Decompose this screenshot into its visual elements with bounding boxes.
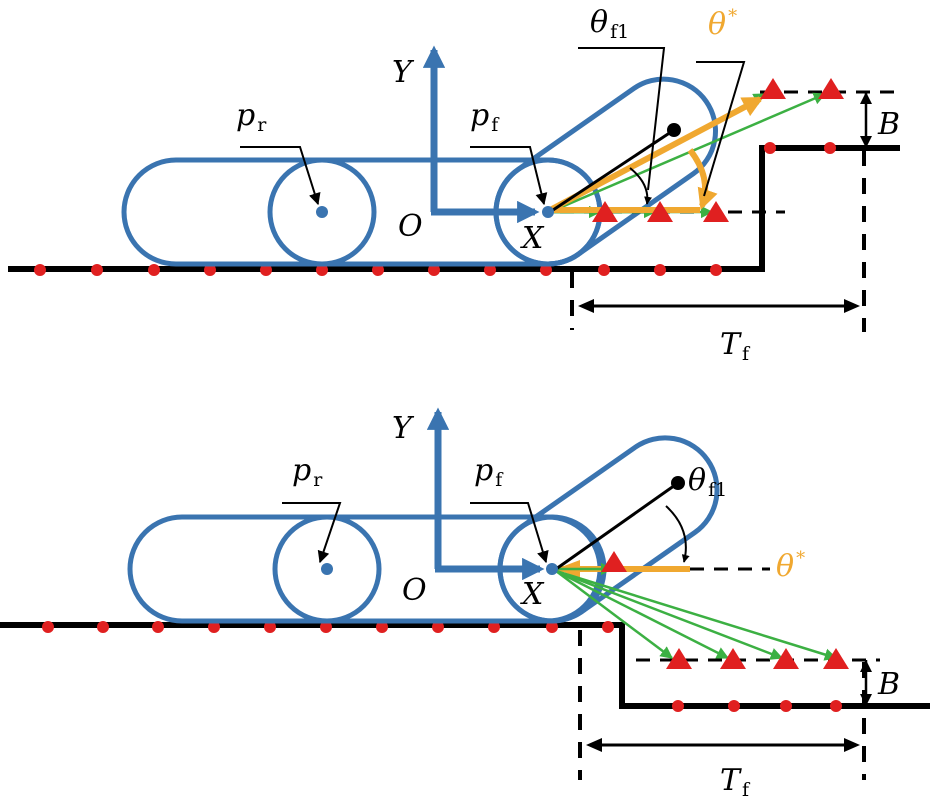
contact-point — [824, 142, 836, 154]
contact-point — [97, 621, 109, 633]
theta-f1-leader — [578, 47, 666, 191]
candidate-arrow — [555, 569, 730, 660]
contact-point — [208, 621, 220, 633]
front-leader — [470, 146, 548, 206]
rear-leader — [282, 502, 342, 564]
candidate-arrow — [555, 569, 784, 660]
contact-point — [540, 264, 552, 276]
candidate-arrow — [549, 92, 827, 214]
origin-label: O — [402, 573, 427, 608]
contact-point — [316, 264, 328, 276]
rear-wheel — [272, 514, 382, 624]
contact-point — [428, 264, 440, 276]
theta-star-label: θ* — [708, 6, 737, 42]
contact-point — [148, 264, 160, 276]
ground-profile — [0, 622, 930, 709]
target-marker — [666, 648, 692, 669]
candidate-arrow — [555, 570, 673, 659]
optimal-direction-arrow — [548, 96, 764, 213]
theta-f1-arc — [665, 505, 690, 563]
contact-point — [602, 621, 614, 633]
origin-label: O — [398, 209, 423, 244]
rear-wheel — [267, 157, 377, 267]
target-marker — [592, 201, 618, 222]
contact-point — [710, 264, 722, 276]
rear-wheel-center — [321, 563, 333, 575]
contact-point — [91, 264, 103, 276]
contact-point — [672, 700, 684, 712]
tf-arrowhead — [578, 299, 594, 313]
ground-contact-points — [42, 621, 842, 712]
contact-point — [654, 264, 666, 276]
target-marker — [601, 551, 627, 572]
contact-point — [264, 621, 276, 633]
contact-point — [598, 264, 610, 276]
target-marker — [647, 201, 673, 222]
front-leader — [470, 502, 549, 564]
target-marker — [823, 648, 849, 669]
contact-point — [204, 264, 216, 276]
theta-star-label: θ* — [776, 548, 805, 584]
contact-point — [376, 621, 388, 633]
x-axis-label: X — [520, 577, 545, 612]
target-marker — [720, 648, 746, 669]
contact-point — [152, 621, 164, 633]
front-wheel-center — [542, 206, 554, 218]
optimal-angle-arc — [687, 148, 718, 210]
contact-point — [728, 700, 740, 712]
rear-leader — [240, 146, 321, 206]
contact-point — [432, 621, 444, 633]
theta-star-leader — [696, 61, 746, 197]
candidate-arrow — [555, 569, 838, 661]
y-axis-label: Y — [392, 411, 415, 446]
tf-arrowhead — [844, 738, 860, 752]
step-height-label: B — [877, 667, 900, 702]
rear-wheel-center — [316, 206, 328, 218]
contact-point — [546, 621, 558, 633]
front-wheel-center — [546, 563, 558, 575]
target-marker — [818, 78, 844, 99]
flipper-tip — [671, 476, 685, 490]
flipper-axis-line — [555, 481, 679, 571]
tf-arrowhead — [586, 738, 602, 752]
contact-point — [320, 621, 332, 633]
contact-point — [830, 700, 842, 712]
contact-point — [372, 264, 384, 276]
step-height-arrowhead — [860, 136, 872, 148]
contact-point — [780, 700, 792, 712]
step-height-label: B — [877, 107, 900, 142]
tf-arrowhead — [844, 299, 860, 313]
theta-f1-arc — [629, 167, 653, 205]
y-axis-label: Y — [392, 55, 415, 90]
contact-point — [260, 264, 272, 276]
target-marker — [703, 201, 729, 222]
contact-point — [42, 621, 54, 633]
contact-point — [484, 264, 496, 276]
flipper-tip — [667, 123, 681, 137]
target-marker — [773, 648, 799, 669]
step-height-arrowhead — [860, 92, 872, 104]
target-marker — [760, 78, 786, 99]
ground-contact-points — [34, 142, 836, 276]
contact-point — [34, 264, 46, 276]
target-markers — [601, 551, 849, 669]
contact-point — [764, 142, 776, 154]
contact-point — [488, 621, 500, 633]
x-axis-label: X — [520, 221, 545, 256]
target-markers — [592, 78, 844, 222]
